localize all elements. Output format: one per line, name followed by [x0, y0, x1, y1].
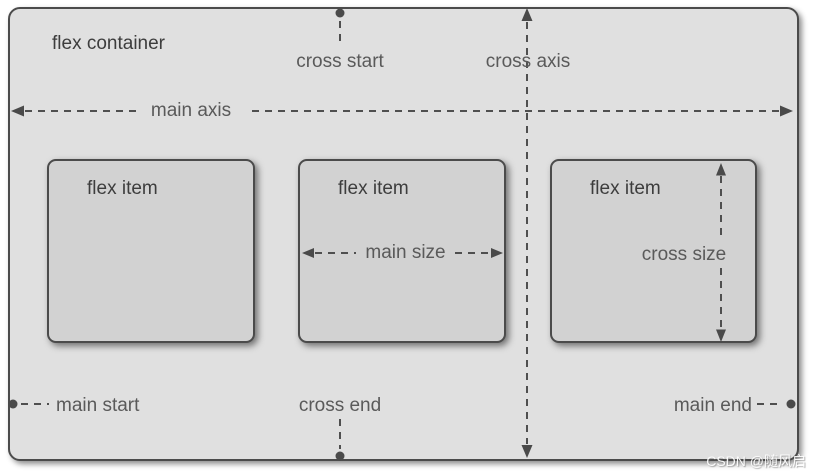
watermark: CSDN @随风启: [706, 453, 806, 469]
flex-item-3: flex item: [550, 159, 757, 343]
main-axis-label: main axis: [150, 100, 232, 121]
cross-end-label: cross end: [298, 395, 382, 416]
flex-item-2: flex item: [298, 159, 506, 343]
flex-item-1: flex item: [47, 159, 255, 343]
main-size-label: main size: [365, 242, 446, 263]
flex-item-3-label: flex item: [590, 178, 661, 199]
flex-item-2-label: flex item: [338, 178, 409, 199]
cross-start-label: cross start: [296, 51, 384, 72]
main-start-label: main start: [56, 395, 140, 416]
main-end-label: main end: [673, 395, 752, 416]
flex-container-label: flex container: [52, 33, 166, 54]
flex-item-1-label: flex item: [87, 178, 158, 199]
cross-size-label: cross size: [641, 244, 727, 265]
cross-axis-label: cross axis: [485, 51, 571, 72]
